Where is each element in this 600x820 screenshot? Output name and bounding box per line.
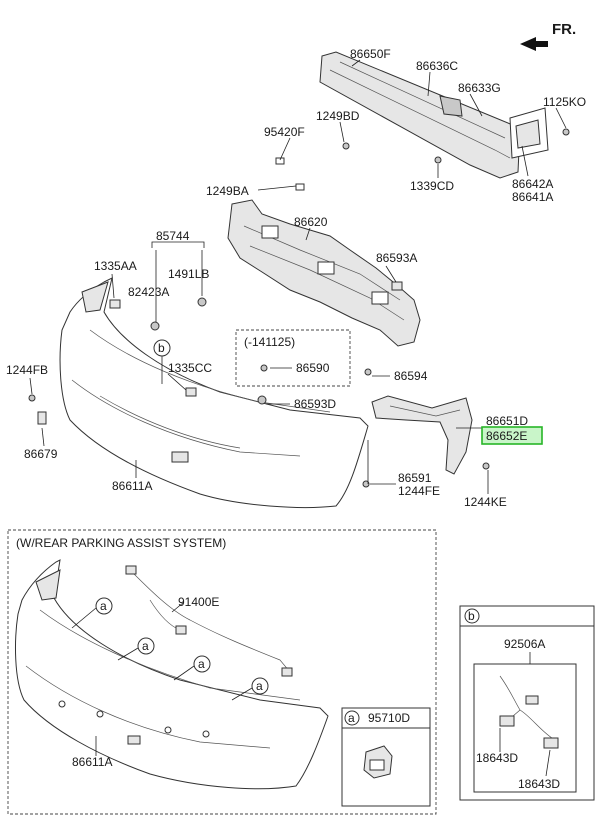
label-86641A: 86641A — [512, 190, 553, 204]
label-85744: 85744 — [156, 229, 190, 243]
label-86593A: 86593A — [376, 251, 417, 265]
label-86611A: 86611A — [112, 479, 152, 493]
label-1335AA: 1335AA — [94, 259, 137, 273]
leader-lines-middle — [29, 329, 489, 494]
callout-a-3: a — [198, 657, 205, 671]
front-direction-arrow: FR. — [520, 21, 576, 51]
callout-a-1: a — [100, 599, 107, 613]
highlight-box — [481, 426, 543, 445]
side-bumper-bracket — [371, 395, 473, 475]
label-1249BD: 1249BD — [316, 109, 360, 123]
callout-b-detail: b — [468, 609, 475, 623]
label-1339CD: 1339CD — [410, 179, 454, 193]
callout-b-main: b — [158, 341, 165, 355]
parking-sensor-wiring-harness — [125, 565, 293, 677]
leader-91400E — [171, 601, 185, 613]
bumper-energy-absorber — [227, 199, 421, 347]
label-82423A: 82423A — [128, 285, 169, 299]
label-141125: (-141125) — [244, 335, 295, 349]
callout-a-detail: a — [348, 711, 355, 725]
label-86593D: 86593D — [294, 397, 336, 411]
parking-assist-section — [7, 529, 437, 815]
rear-bumper-beam — [319, 51, 549, 179]
label-95420F: 95420F — [264, 125, 305, 139]
fr-label: FR. — [552, 21, 576, 38]
label-1249BA: 1249BA — [206, 184, 249, 198]
label-86679: 86679 — [24, 447, 58, 461]
label-1244KE: 1244KE — [464, 495, 507, 509]
label-86642A: 86642A — [512, 177, 553, 191]
label-86611A-lower: 86611A — [72, 755, 112, 769]
label-86651D: 86651D — [486, 414, 528, 428]
label-86591: 86591 — [398, 471, 432, 485]
sensor-detail-box: a 95710D — [341, 707, 431, 807]
label-1244FE: 1244FE — [398, 484, 440, 498]
label-86594: 86594 — [394, 369, 428, 383]
rear-bumper-cover-with-sensors — [15, 559, 329, 790]
label-86650F: 86650F — [350, 47, 391, 61]
label-95710D: 95710D — [368, 711, 410, 725]
label-18643D-2: 18643D — [518, 777, 560, 791]
label-1125KO: 1125KO — [543, 95, 586, 109]
label-86652E[interactable]: 86652E — [486, 429, 527, 443]
label-18643D-1: 18643D — [476, 751, 518, 765]
label-86620: 86620 — [294, 215, 328, 229]
callout-b-circle — [153, 339, 171, 357]
wiring-detail-box: b 92506A 18643D 18643D — [459, 605, 595, 801]
label-86590: 86590 — [296, 361, 330, 375]
leader-lines-upper — [111, 59, 567, 322]
rear-bumper-cover — [59, 277, 369, 508]
callout-a-2: a — [142, 639, 149, 653]
label-86636C: 86636C — [416, 59, 458, 73]
callout-a-4: a — [256, 679, 263, 693]
label-92506A: 92506A — [504, 637, 545, 651]
fasteners — [28, 128, 570, 488]
label-86633G: 86633G — [458, 81, 501, 95]
section-title: (W/REAR PARKING ASSIST SYSTEM) — [16, 536, 226, 550]
label-1244FB: 1244FB — [6, 363, 48, 377]
label-1491LB: 1491LB — [168, 267, 209, 281]
callouts-a: a a a a — [71, 597, 269, 701]
label-91400E: 91400E — [178, 595, 219, 609]
label-1335CC: 1335CC — [168, 361, 212, 375]
